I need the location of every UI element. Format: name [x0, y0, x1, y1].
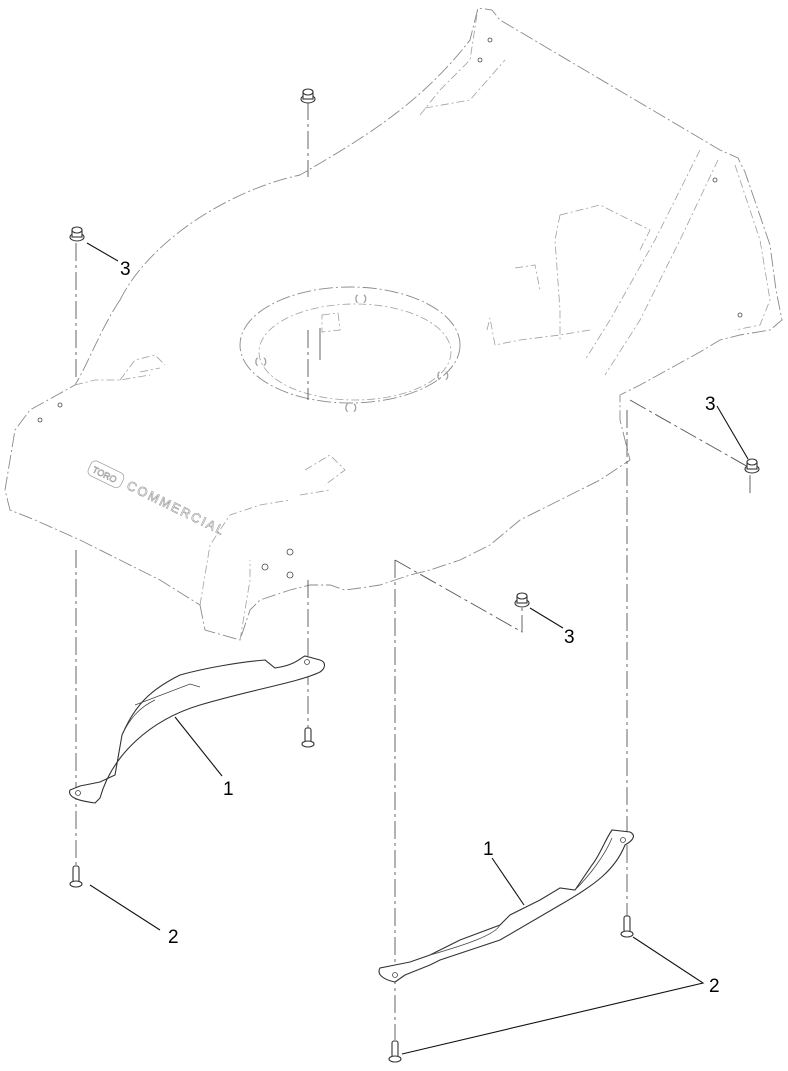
deck-holes [37, 37, 743, 579]
flange-nut-right [744, 458, 760, 474]
bolt-center [301, 727, 315, 748]
callout-3-right: 3 [705, 394, 716, 415]
svg-text:( ): ( ) [255, 357, 269, 366]
callout-3-top-left: 3 [120, 259, 131, 280]
assembly-centerlines [75, 102, 751, 1040]
flange-nut-top-left [69, 226, 85, 242]
callout-1-right: 1 [483, 839, 494, 860]
baffle-right [378, 829, 634, 983]
bolt-left [69, 865, 83, 888]
flange-nut-center [514, 592, 530, 608]
callout-2-right: 2 [709, 976, 720, 997]
blade-opening: ( ) ( ) ( ) ( ) [239, 286, 461, 412]
callouts: 3 3 3 1 1 2 2 [86, 242, 749, 1055]
svg-text:( ): ( ) [355, 294, 369, 303]
svg-text:( ): ( ) [437, 371, 451, 380]
commercial-emboss: COMMERCIAL [124, 478, 228, 539]
brand-badge: TORO [91, 465, 119, 485]
callout-1-left: 1 [223, 779, 234, 800]
callout-3-center: 3 [564, 627, 575, 648]
svg-text:( ): ( ) [345, 403, 359, 412]
mower-deck-outline [4, 7, 783, 641]
bolt-right [620, 915, 634, 938]
deck-emboss: TORO COMMERCIAL [87, 460, 228, 539]
baffle-left [69, 655, 326, 804]
flange-nut-top-center [300, 88, 316, 104]
bolt-bottom [388, 1040, 402, 1063]
callout-2-left: 2 [168, 927, 179, 948]
